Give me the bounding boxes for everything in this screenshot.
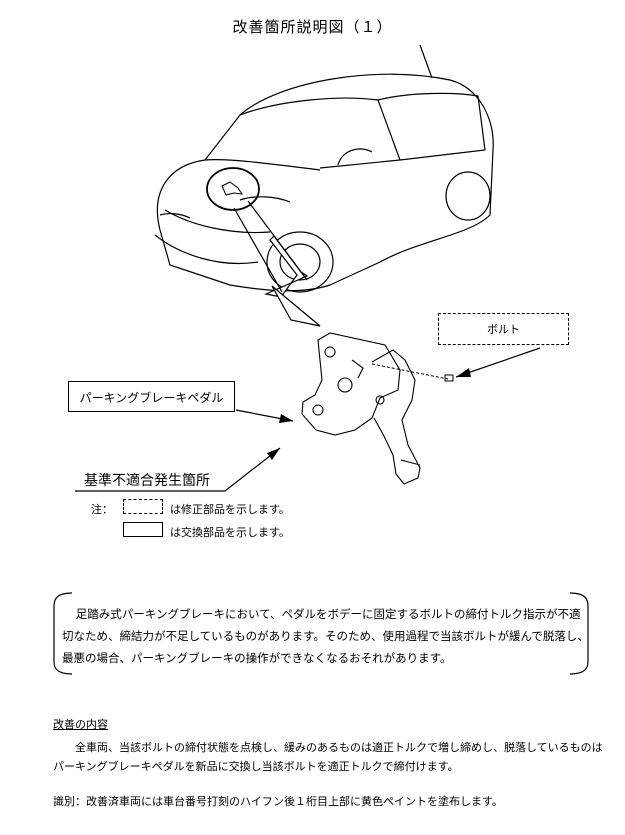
- bolt-callout-box: [438, 313, 569, 345]
- bolt-leader: [455, 347, 541, 378]
- bolt-label: ボルト: [487, 323, 520, 336]
- legend-solid-text: は交換部品を示します。: [170, 526, 290, 539]
- improvement-heading: 改善の内容: [53, 718, 108, 731]
- bolt-dashed-line: [371, 363, 449, 380]
- legend-dashed-text: は修正部品を示します。: [170, 503, 290, 516]
- fault-leader: [75, 447, 281, 492]
- description-bracket-left: [53, 592, 73, 675]
- fault-location-label: 基準不適合発生箇所: [84, 473, 210, 489]
- legend-solid-box: [123, 522, 163, 537]
- legend-dashed-box: [123, 499, 163, 514]
- description-bracket-right: [569, 592, 589, 675]
- brake-pedal-callout-box: [68, 381, 235, 412]
- improvement-text: 全車両、当該ボルトの締付状態を点検し、緩みのあるものは適正トルクで増し締めし、脱…: [53, 741, 603, 773]
- identification-text: 識別：改善済車両には車台番号打刻のハイフン後１桁目上部に黄色ペイントを塗布します…: [53, 795, 503, 808]
- brake-pedal-assembly: [301, 332, 421, 485]
- brake-pedal-label: パーキングブレーキペダル: [79, 391, 224, 405]
- big-arrow: [264, 235, 309, 298]
- description-text: 足踏み式パーキングブレーキにおいて、ペダルをボデーに固定するボルトの締付トルク指…: [62, 607, 589, 665]
- car-illustration: [154, 44, 494, 293]
- page-title: 改善箇所説明図（１）: [232, 18, 393, 36]
- highlight-circle: [206, 167, 260, 211]
- legend-prefix: 注：: [91, 503, 113, 516]
